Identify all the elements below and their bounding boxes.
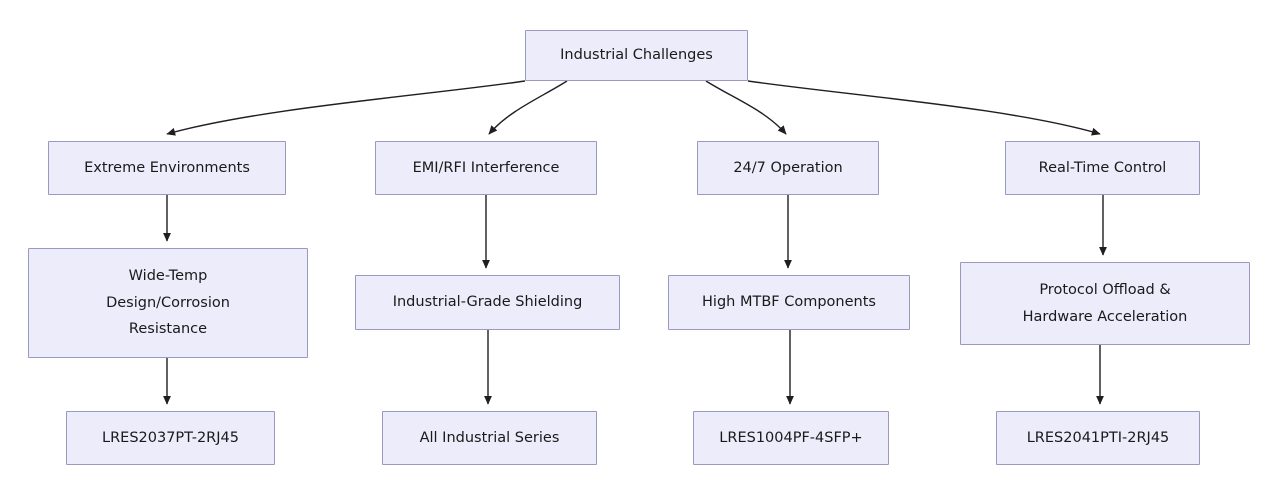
node-solution-high-mtbf-components[interactable]: High MTBF Components	[668, 275, 910, 330]
node-label-line: Extreme Environments	[84, 159, 250, 176]
edge-root-to-challenge-real-time-control	[747, 80, 1101, 136]
node-label-line: Wide-Temp	[128, 267, 208, 284]
node-challenge-extreme-environments[interactable]: Extreme Environments	[48, 141, 286, 195]
node-label-line: Hardware Acceleration	[1022, 308, 1188, 325]
node-label-line: EMI/RFI Interference	[412, 159, 560, 176]
node-product-lres1004pf-4sfp[interactable]: LRES1004PF-4SFP+	[693, 411, 889, 465]
edge-root-to-challenge-extreme-environments	[166, 80, 526, 136]
node-root[interactable]: Industrial Challenges	[525, 30, 748, 81]
node-challenge-24-7-operation[interactable]: 24/7 Operation	[697, 141, 879, 195]
edge-group	[163, 80, 1107, 405]
node-challenge-emi-rfi-interference[interactable]: EMI/RFI Interference	[375, 141, 597, 195]
node-label-line: Real-Time Control	[1038, 159, 1167, 176]
node-product-lres2041pti-2rj45[interactable]: LRES2041PTI-2RJ45	[996, 411, 1200, 465]
node-label-line: LRES1004PF-4SFP+	[719, 429, 863, 446]
node-solution-protocol-offload[interactable]: Protocol Offload & Hardware Acceleration	[960, 262, 1250, 345]
edge-root-to-challenge-emi-rfi-interference	[488, 80, 568, 135]
node-solution-industrial-grade-shielding[interactable]: Industrial-Grade Shielding	[355, 275, 620, 330]
edge-root-to-challenge-24-7-operation	[705, 80, 787, 135]
node-label-line: Protocol Offload &	[1039, 281, 1171, 298]
node-label-line: Resistance	[128, 321, 208, 338]
node-label-line: Industrial-Grade Shielding	[392, 294, 583, 311]
node-label-line: 24/7 Operation	[733, 159, 843, 176]
node-label-line: Industrial Challenges	[560, 47, 713, 64]
node-product-lres2037pt-2rj45[interactable]: LRES2037PT-2RJ45	[66, 411, 275, 465]
node-label-line: All Industrial Series	[419, 429, 560, 446]
node-challenge-real-time-control[interactable]: Real-Time Control	[1005, 141, 1200, 195]
node-label-line: LRES2037PT-2RJ45	[102, 429, 239, 446]
node-product-all-industrial-series[interactable]: All Industrial Series	[382, 411, 597, 465]
node-label-line: Design/Corrosion	[106, 294, 230, 311]
node-label-line: LRES2041PTI-2RJ45	[1026, 429, 1170, 446]
node-label-line: High MTBF Components	[702, 294, 876, 311]
